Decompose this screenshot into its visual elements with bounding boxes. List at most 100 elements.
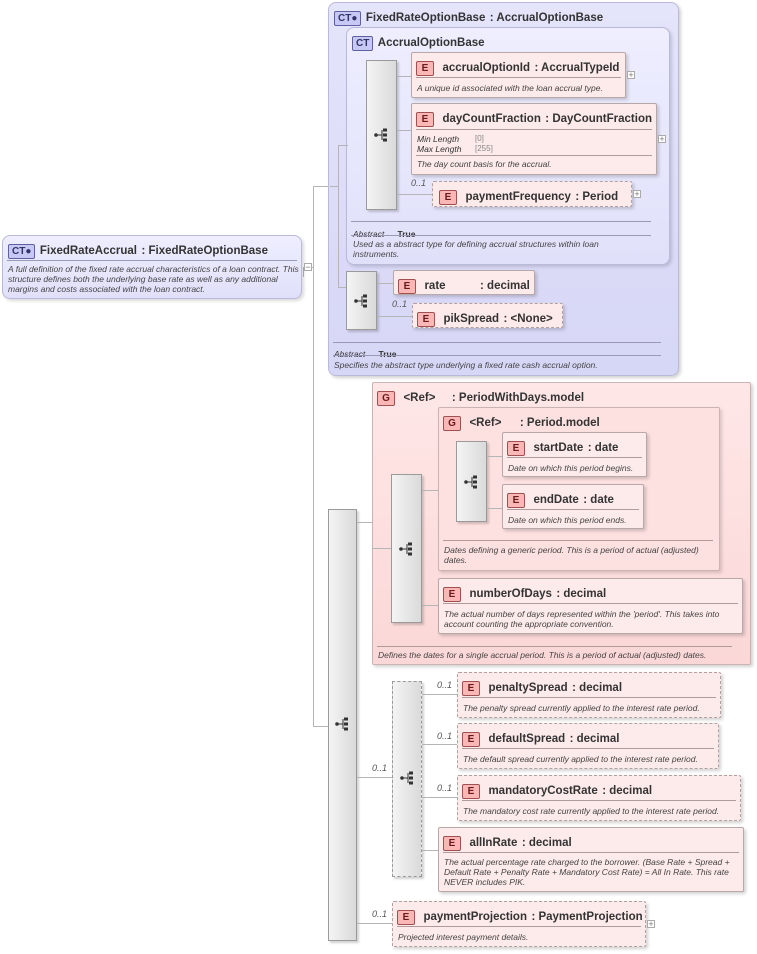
- element-type: : DayCountFraction: [545, 113, 652, 125]
- complex-type-icon: CT●: [8, 244, 36, 259]
- element-number-of-days[interactable]: E numberOfDays : decimal The actual numb…: [438, 578, 743, 634]
- sequence-compositor[interactable]: [366, 60, 397, 210]
- group-description: Dates defining a generic period. This is…: [444, 545, 699, 565]
- connector: [372, 548, 391, 549]
- connector: [397, 194, 432, 195]
- element-name: startDate: [533, 442, 584, 454]
- element-icon: E: [507, 493, 525, 508]
- base-header: CT● FixedRateOptionBase : AccrualOptionB…: [334, 8, 603, 26]
- element-icon: E: [462, 784, 480, 799]
- group-icon: G: [377, 391, 395, 406]
- element-icon: E: [443, 587, 461, 602]
- max-length-label: Max Length: [417, 144, 462, 154]
- base-type: : AccrualOptionBase: [489, 12, 604, 24]
- main-sequence-compositor[interactable]: [328, 509, 357, 941]
- root-description: A full definition of the fixed rate accr…: [8, 264, 299, 294]
- complex-type-icon: CT●: [334, 11, 362, 26]
- element-mandatory-cost-rate[interactable]: E mandatoryCostRate : decimal The mandat…: [457, 775, 741, 821]
- element-name: mandatoryCostRate: [488, 785, 598, 797]
- cardinality: 0..1: [372, 763, 388, 773]
- element-type: : decimal: [480, 280, 530, 292]
- connector: [357, 923, 392, 924]
- element-icon: E: [397, 910, 415, 925]
- element-name: allInRate: [469, 837, 518, 849]
- accrual-abstract: Abstract True: [353, 229, 416, 239]
- connector: [338, 145, 348, 146]
- connector: [377, 316, 412, 317]
- element-accrual-option-id[interactable]: E accrualOptionId : AccrualTypeId A uniq…: [411, 52, 626, 98]
- element-icon: E: [439, 190, 457, 205]
- element-description: The actual percentage rate charged to th…: [444, 857, 730, 887]
- root-complex-type[interactable]: CT● FixedRateAccrual : FixedRateOptionBa…: [2, 235, 302, 299]
- expand-plus-icon[interactable]: +: [633, 189, 641, 199]
- sequence-compositor[interactable]: [391, 474, 422, 623]
- connector: [303, 267, 304, 277]
- connector: [377, 283, 393, 284]
- element-pik-spread[interactable]: E pikSpread : <None>: [412, 303, 563, 328]
- element-name: pikSpread: [443, 313, 500, 325]
- base-description: Specifies the abstract type underlying a…: [334, 360, 598, 370]
- group-header: G <Ref> : PeriodWithDays.model: [377, 388, 584, 406]
- element-type: : AccrualTypeId: [534, 62, 620, 74]
- sequence-icon: [335, 717, 348, 731]
- element-icon: E: [417, 312, 435, 327]
- connector: [422, 694, 457, 695]
- root-type: : FixedRateOptionBase: [141, 245, 268, 257]
- connector: [422, 490, 438, 491]
- expand-plus-icon[interactable]: −: [304, 262, 312, 272]
- complex-type-icon: CT: [352, 36, 374, 51]
- element-description: The actual number of days represented wi…: [444, 609, 720, 629]
- element-name: penaltySpread: [488, 682, 568, 694]
- expand-plus-icon[interactable]: +: [627, 70, 635, 80]
- element-name: defaultSpread: [488, 733, 566, 745]
- element-day-count-fraction[interactable]: E dayCountFraction : DayCountFraction Mi…: [411, 103, 657, 175]
- element-icon: E: [462, 732, 480, 747]
- connector: [422, 605, 438, 606]
- connector: [313, 186, 314, 726]
- element-payment-projection[interactable]: E paymentProjection : PaymentProjection …: [392, 901, 646, 947]
- connector: [422, 744, 457, 745]
- element-all-in-rate[interactable]: E allInRate : decimal The actual percent…: [438, 827, 744, 892]
- element-description: Projected interest payment details.: [398, 932, 529, 942]
- element-description: The default spread currently applied to …: [463, 754, 698, 764]
- element-type: : date: [583, 494, 614, 506]
- element-name: dayCountFraction: [442, 113, 541, 125]
- element-type: : date: [587, 442, 619, 454]
- sequence-compositor[interactable]: [346, 271, 377, 330]
- group-icon: G: [443, 416, 461, 431]
- element-icon: E: [462, 681, 480, 696]
- connector: [487, 456, 502, 457]
- element-default-spread[interactable]: E defaultSpread : decimal The default sp…: [457, 723, 719, 769]
- min-length-value: [0]: [475, 134, 484, 143]
- sequence-compositor[interactable]: [456, 441, 487, 522]
- expand-plus-icon[interactable]: +: [647, 919, 655, 929]
- element-type: : <None>: [503, 313, 553, 325]
- expand-plus-icon[interactable]: +: [658, 134, 666, 144]
- element-description: The day count basis for the accrual.: [417, 159, 552, 169]
- element-description: The mandatory cost rate currently applie…: [463, 806, 720, 816]
- group-description: Defines the dates for a single accrual p…: [378, 650, 707, 660]
- element-rate[interactable]: E rate : decimal: [393, 270, 535, 295]
- base-abstract: Abstract True: [334, 349, 397, 359]
- optional-sequence-compositor[interactable]: [392, 681, 422, 877]
- base-name: FixedRateOptionBase: [365, 12, 486, 24]
- root-header: CT● FixedRateAccrual : FixedRateOptionBa…: [8, 241, 268, 259]
- connector: [338, 145, 339, 287]
- cardinality: 0..1: [437, 783, 453, 793]
- element-description: Date on which this period begins.: [508, 463, 634, 473]
- element-start-date[interactable]: E startDate : date Date on which this pe…: [502, 432, 647, 477]
- connector: [397, 76, 411, 77]
- element-payment-frequency[interactable]: E paymentFrequency : Period: [432, 181, 632, 207]
- element-end-date[interactable]: E endDate : date Date on which this peri…: [502, 484, 644, 529]
- element-icon: E: [398, 279, 416, 294]
- sequence-icon: [400, 771, 413, 785]
- element-penalty-spread[interactable]: E penaltySpread : decimal The penalty sp…: [457, 672, 721, 718]
- connector: [338, 287, 348, 288]
- connector: [330, 186, 338, 187]
- min-length-label: Min Length: [417, 134, 460, 144]
- cardinality: 0..1: [437, 731, 453, 741]
- sequence-icon: [464, 475, 477, 489]
- element-name: paymentProjection: [423, 911, 527, 923]
- element-type: : decimal: [569, 733, 620, 745]
- root-name: FixedRateAccrual: [39, 245, 137, 257]
